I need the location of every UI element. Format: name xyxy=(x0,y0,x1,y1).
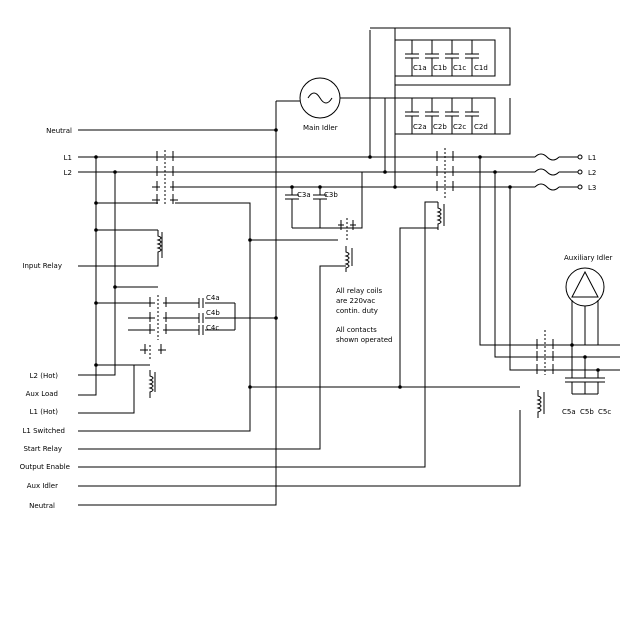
left-terminal-labels: Neutral L1 L2 Input Relay L2 (Hot) Aux L… xyxy=(20,127,72,510)
cap-c5c: C5c xyxy=(598,408,611,416)
note-coil-line-3: contin. duty xyxy=(336,307,378,315)
label-output-enable: Output Enable xyxy=(20,463,70,471)
cap-c1b: C1b xyxy=(433,64,447,72)
label-neutral-top: Neutral xyxy=(46,127,72,135)
label-input-relay: Input Relay xyxy=(22,262,62,270)
auxiliary-idler-motor: Auxiliary Idler C5a C5b C5c xyxy=(478,155,620,418)
label-neutral-bottom: Neutral xyxy=(29,502,55,510)
note-coil-line-1: All relay coils xyxy=(336,287,383,295)
left-control-wiring xyxy=(78,155,521,487)
fuses: L1 L2 L3 xyxy=(534,153,596,192)
label-l1: L1 xyxy=(64,154,72,162)
label-aux-idler: Aux Idler xyxy=(27,482,58,490)
cap-c2d: C2d xyxy=(474,123,488,131)
label-l2: L2 xyxy=(64,169,72,177)
label-out-l2: L2 xyxy=(588,169,596,177)
output-contactor xyxy=(398,148,458,389)
cap-c3b: C3b xyxy=(324,191,338,199)
label-l1-hot: L1 (Hot) xyxy=(30,408,59,416)
cap-c5a: C5a xyxy=(562,408,576,416)
label-l1-switched: L1 Switched xyxy=(23,427,65,435)
label-l2-hot: L2 (Hot) xyxy=(30,372,59,380)
c1-capacitor-bank: C1a C1b C1c C1d xyxy=(394,39,496,77)
input-relay-contacts xyxy=(96,150,210,267)
cap-c1d: C1d xyxy=(474,64,488,72)
c2-capacitor-bank: C2a C2b C2c C2d xyxy=(394,97,511,135)
label-out-l1: L1 xyxy=(588,154,596,162)
main-idler-motor: Main Idler xyxy=(276,27,511,189)
notes: All relay coils are 220vac contin. duty … xyxy=(336,287,392,344)
label-out-l3: L3 xyxy=(588,184,596,192)
cap-c1a: C1a xyxy=(413,64,427,72)
c4-contact-block: C4a C4b C4c xyxy=(140,294,278,398)
cap-c3a: C3a xyxy=(297,191,311,199)
cap-c2c: C2c xyxy=(453,123,466,131)
cap-c4b: C4b xyxy=(206,309,220,317)
label-aux-load: Aux Load xyxy=(26,390,58,398)
cap-c5b: C5b xyxy=(580,408,594,416)
cap-c1c: C1c xyxy=(453,64,466,72)
note-contacts-line-1: All contacts xyxy=(336,326,377,334)
c3-capacitors: C3a C3b xyxy=(270,172,363,450)
note-coil-line-2: are 220vac xyxy=(336,297,375,305)
cap-c4a: C4a xyxy=(206,294,220,302)
label-start-relay: Start Relay xyxy=(23,445,62,453)
label-main-idler: Main Idler xyxy=(303,124,338,132)
cap-c4c: C4c xyxy=(206,324,219,332)
cap-c2b: C2b xyxy=(433,123,447,131)
cap-c2a: C2a xyxy=(413,123,427,131)
label-auxiliary-idler: Auxiliary Idler xyxy=(564,254,612,262)
note-contacts-line-2: shown operated xyxy=(336,336,392,344)
